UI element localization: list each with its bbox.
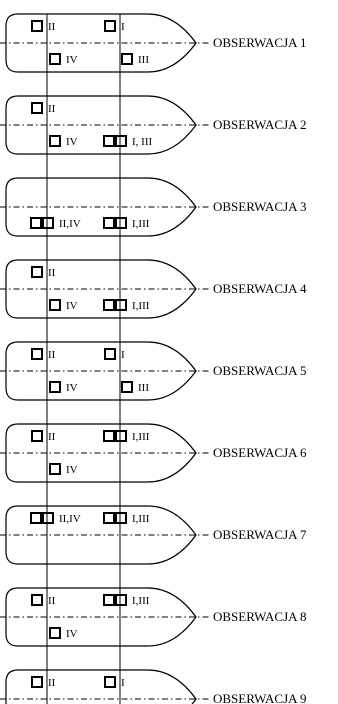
lower-right-pair-label: I,III [132,218,150,230]
lower-right-pair-square [115,135,127,147]
upper-right-pair-square [103,430,115,442]
upper-left-label: II [48,349,56,361]
upper-right-pair-square [103,594,115,606]
upper-right-pair-square [115,512,127,524]
observation-label: OBSERWACJA 8 [213,609,307,624]
lower-left-square [49,381,61,393]
lower-right-square [121,381,133,393]
upper-right-square [104,676,116,688]
observation-panel: II,IV I,III OBSERWACJA 3 [0,177,307,237]
lower-right-pair-label: I, III [132,136,152,148]
observation-panel: II,IV I,III OBSERWACJA 7 [0,505,307,565]
observation-label: OBSERWACJA 7 [213,527,307,542]
upper-left-square [31,430,43,442]
upper-left-square [31,348,43,360]
lower-right-square [121,53,133,65]
upper-left-square [31,20,43,32]
panel-outline [5,341,197,401]
observation-label: OBSERWACJA 4 [213,281,307,296]
upper-right-pair-square [103,512,115,524]
observation-label: OBSERWACJA 6 [213,445,307,460]
lower-right-pair-square [115,299,127,311]
lower-left-label: IV [66,136,78,148]
upper-left-label: II [48,677,56,689]
upper-left-square [31,594,43,606]
lower-left-label: IV [66,628,78,640]
lower-left-square [49,135,61,147]
upper-left-square [31,266,43,278]
panel-outline [5,587,197,647]
lower-left-square [49,53,61,65]
lower-right-pair-square [115,217,127,229]
panel-outline [5,669,197,704]
lower-left-label: IV [66,382,78,394]
upper-right-pair-square [115,594,127,606]
lower-right-label: III [138,54,149,66]
panel-outline [5,505,197,565]
observation-panel: II I,III IV OBSERWACJA 6 [0,423,307,483]
upper-left-pair-square [42,512,54,524]
upper-left-label: II [48,267,56,279]
upper-right-pair-label: I,III [132,431,150,443]
observation-panel: II IV I,III OBSERWACJA 4 [0,259,307,319]
upper-left-label: II [48,103,56,115]
upper-left-label: II [48,595,56,607]
panel-outline [5,13,197,73]
upper-left-label: II [48,21,56,33]
panel-outline [5,95,197,155]
upper-right-pair-label: I,III [132,595,150,607]
upper-left-label: II [48,431,56,443]
upper-right-pair-label: I,III [132,513,150,525]
lower-left-label: IV [66,54,78,66]
upper-left-square [31,102,43,114]
lower-left-label: IV [66,464,78,476]
upper-left-pair-square [30,512,42,524]
observation-label: OBSERWACJA 2 [213,117,307,132]
lower-left-label: IV [66,300,78,312]
lower-right-pair-square [103,299,115,311]
upper-left-square [31,676,43,688]
upper-right-label: I [121,677,125,689]
upper-right-pair-square [115,430,127,442]
lower-left-square [49,463,61,475]
panel-outline [5,177,197,237]
panel-outline [5,423,197,483]
observation-panel: II I,III IV OBSERWACJA 8 [0,587,307,647]
lower-left-pair-square [42,217,54,229]
lower-left-pair-label: II,IV [59,218,81,230]
lower-right-label: III [138,382,149,394]
observation-label: OBSERWACJA 3 [213,199,307,214]
upper-right-square [104,20,116,32]
lower-right-pair-square [103,135,115,147]
lower-left-square [49,299,61,311]
upper-right-square [104,348,116,360]
upper-right-label: I [121,21,125,33]
observation-label: OBSERWACJA 9 [213,691,307,704]
lower-right-pair-square [103,217,115,229]
panel-outline [5,259,197,319]
lower-left-pair-square [30,217,42,229]
observation-panel: II IV I, III OBSERWACJA 2 [0,95,307,155]
lower-right-pair-label: I,III [132,300,150,312]
upper-left-pair-label: II,IV [59,513,81,525]
lower-left-square [49,627,61,639]
upper-right-label: I [121,349,125,361]
observation-label: OBSERWACJA 1 [213,35,307,50]
observation-label: OBSERWACJA 5 [213,363,307,378]
